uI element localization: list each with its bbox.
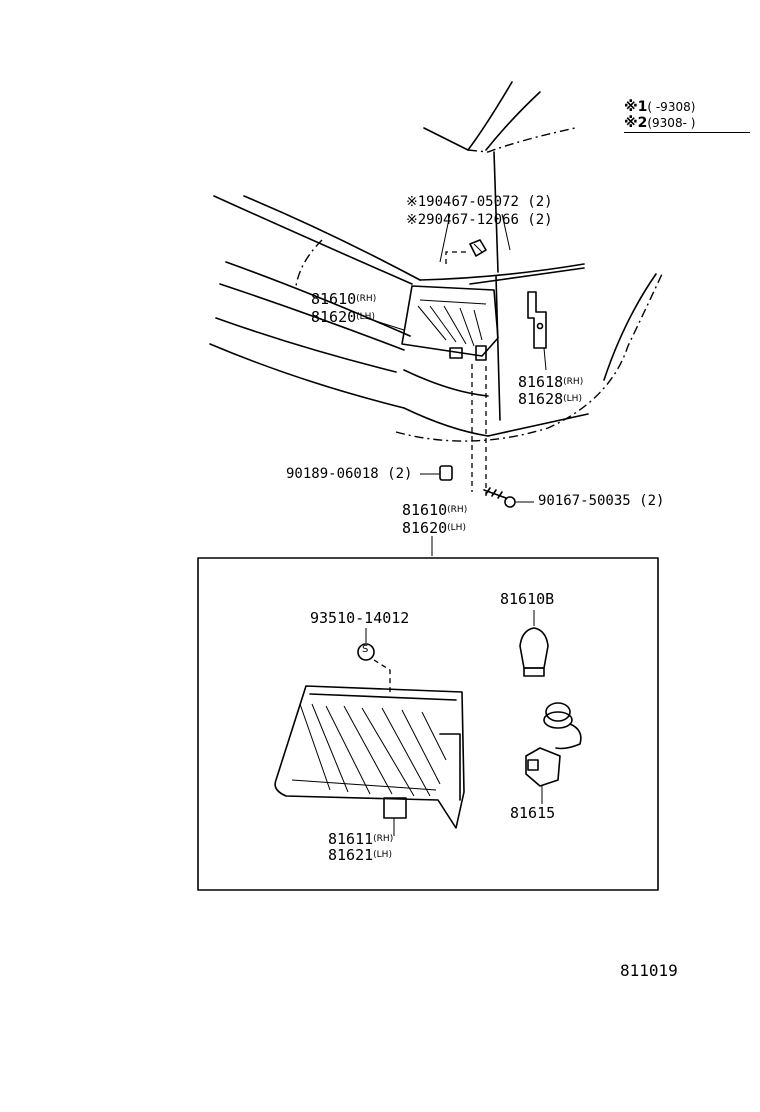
gasket-part-number: 93510-14012	[310, 609, 410, 627]
lens-lh-side: (LH)	[373, 850, 392, 860]
assembly-part-number-rh: 81610(RH)	[402, 503, 467, 518]
screw-icon	[483, 487, 534, 508]
legend-mark-1: ※1	[624, 99, 648, 115]
assy-lh-side: (LH)	[447, 523, 466, 533]
legend-range-1: ( -9308)	[647, 100, 696, 114]
legend-range-2: (9308- )	[647, 116, 696, 130]
socket-part-number: 81615	[510, 804, 556, 822]
gasket-mark-letter: S	[362, 644, 369, 655]
assy-rh-side: (RH)	[447, 505, 468, 515]
bulb-part-number: 81610B	[500, 590, 555, 608]
assy-rh-number: 81610	[402, 501, 448, 519]
bracket-lh-number: 81628	[518, 390, 564, 408]
lens-rh-number: 81611	[328, 830, 374, 848]
bracket-lh-side: (LH)	[563, 394, 582, 404]
bolt-part-number-2: ※290467-12066 (2)	[406, 212, 553, 228]
installed-lamp	[401, 285, 499, 361]
vehicle-body-outline	[209, 81, 663, 442]
assembly-part-number-lh: 81620(LH)	[402, 521, 466, 536]
figure-number: 811019	[620, 961, 678, 980]
socket-icon	[525, 702, 582, 804]
lens-icon	[274, 685, 465, 836]
clip-part-number: 90189-06018 (2)	[286, 466, 413, 482]
bracket-part-number-lh: 81628(LH)	[518, 392, 582, 407]
lens-part-number-rh: 81611(RH)	[328, 832, 393, 847]
legend-mark-2: ※2	[624, 115, 648, 131]
lamp-part-number-lh: 81620(LH)	[311, 310, 375, 325]
assy-lh-number: 81620	[402, 519, 448, 537]
bracket-part-number-rh: 81618(RH)	[518, 375, 583, 390]
lens-part-number-lh: 81621(LH)	[328, 848, 392, 863]
bracket-rh-number: 81618	[518, 373, 564, 391]
assembly-box	[197, 557, 659, 891]
screw-part-number: 90167-50035 (2)	[538, 493, 665, 509]
lamp-rh-side: (RH)	[356, 294, 377, 304]
clip-icon	[420, 465, 453, 481]
bolt-part-number-1: ※190467-05072 (2)	[406, 194, 553, 210]
gasket-mark-icon	[357, 643, 375, 661]
lamp-lh-number: 81620	[311, 308, 357, 326]
legend: ※1( -9308) ※2(9308- )	[624, 98, 750, 133]
lamp-part-number-rh: 81610(RH)	[311, 292, 376, 307]
bolt-icon	[445, 239, 487, 268]
lamp-rh-number: 81610	[311, 290, 357, 308]
bulb-icon	[519, 610, 549, 677]
bracket-icon	[527, 291, 547, 371]
lens-lh-number: 81621	[328, 846, 374, 864]
lens-rh-side: (RH)	[373, 834, 394, 844]
lamp-lh-side: (LH)	[356, 312, 375, 322]
bracket-rh-side: (RH)	[563, 377, 584, 387]
